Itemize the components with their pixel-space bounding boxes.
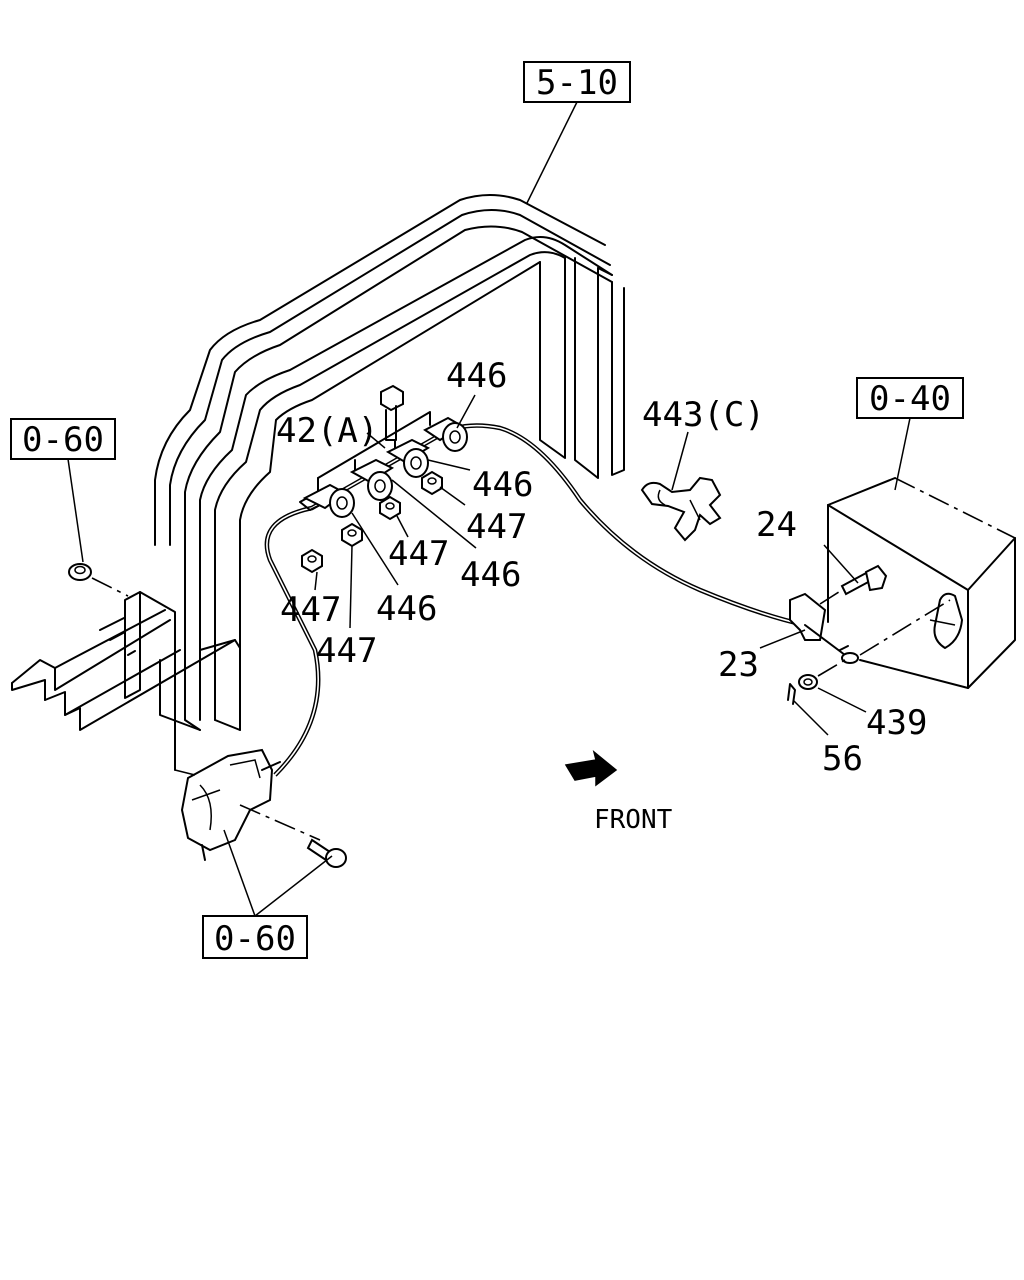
cotter-pin-56 (787, 683, 796, 705)
frame-arch (154, 194, 625, 731)
part-label-439: 439 (866, 703, 927, 743)
bolt-24 (840, 564, 888, 596)
part-label-446-c: 446 (460, 555, 521, 595)
frame-rail (11, 591, 236, 771)
part-label-447-b: 447 (388, 534, 449, 574)
ref-5-10-label: 5-10 (536, 63, 618, 103)
part-label-443c: 443(C) (642, 395, 765, 435)
ref-box-5-10: 5-10 (523, 61, 631, 103)
bottom-bolt (306, 838, 347, 868)
part-label-42a: 42(A) (276, 411, 378, 451)
bolt-42a (380, 384, 404, 441)
clip-446-c (385, 438, 431, 478)
part-label-447-a: 447 (466, 507, 527, 547)
nut-447-b (341, 522, 363, 548)
part-label-23: 23 (718, 645, 759, 685)
nut-447-a (301, 548, 323, 574)
ref-0-40-label: 0-40 (869, 379, 951, 419)
ref-box-0-40: 0-40 (856, 377, 964, 419)
nut-447-c (379, 495, 401, 521)
ref-0-60-left-label: 0-60 (22, 420, 104, 460)
clip-446-b (349, 458, 395, 501)
front-label: FRONT (594, 805, 673, 835)
nut-447-d (421, 470, 443, 496)
ref-box-0-60-left: 0-60 (10, 418, 116, 460)
part-label-446-d: 446 (376, 589, 437, 629)
brake-lever-assembly (180, 748, 281, 861)
cable-clip-group (299, 384, 468, 574)
part-label-447-c: 447 (280, 590, 341, 630)
ref-0-60-bottom-label: 0-60 (214, 919, 296, 959)
brake-unit-box (827, 477, 1016, 689)
part-label-446-mid: 446 (472, 465, 533, 505)
clip-446-a (302, 483, 355, 518)
part-label-447-d: 447 (316, 631, 377, 671)
left-nut (68, 563, 92, 581)
clip-443c (640, 476, 722, 542)
clip-446-d (423, 416, 468, 452)
brake-cable (264, 423, 806, 777)
front-arrow-icon (564, 749, 618, 787)
leader-lines (67, 101, 911, 917)
cable-end-bracket (789, 592, 859, 664)
part-label-446-top: 446 (446, 356, 507, 396)
part-label-24: 24 (756, 505, 797, 545)
part-label-56: 56 (822, 739, 863, 779)
washer-439 (798, 674, 818, 690)
ref-box-0-60-bottom: 0-60 (202, 915, 308, 959)
